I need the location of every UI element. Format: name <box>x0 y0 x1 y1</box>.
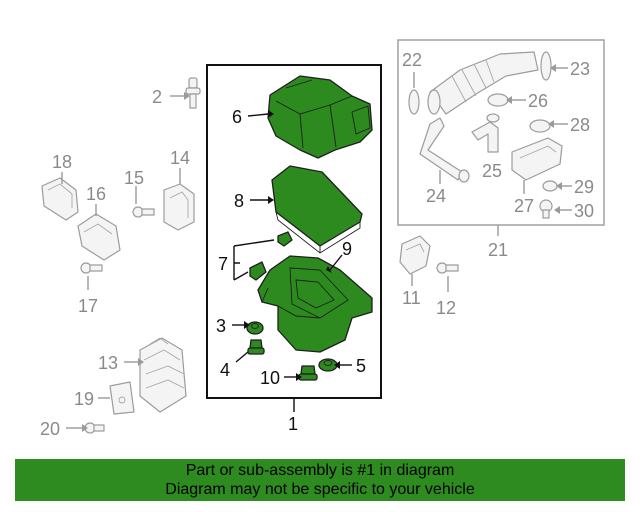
arrow-23 <box>550 64 556 72</box>
bolt-4-part[interactable] <box>247 339 265 355</box>
part-26-clamp[interactable] <box>487 93 509 107</box>
part-17-bolt[interactable] <box>80 262 103 274</box>
arrow-30 <box>554 206 560 214</box>
callout-14: 14 <box>170 148 190 168</box>
callout-3: 3 <box>216 316 226 336</box>
intake-duct-group-box <box>397 39 605 226</box>
part-15-bolt[interactable] <box>132 206 155 218</box>
part-18-bracket[interactable] <box>41 177 79 221</box>
callout-11: 11 <box>402 288 421 308</box>
callout-10: 10 <box>260 368 280 388</box>
part-24-hose[interactable] <box>419 117 470 183</box>
callout-24: 24 <box>426 186 446 206</box>
callout-21: 21 <box>488 240 508 260</box>
callout-20: 20 <box>40 419 60 439</box>
callout-7: 7 <box>218 254 228 274</box>
arrow-26 <box>506 96 512 104</box>
callout-23: 23 <box>570 59 590 79</box>
banner-line-2: Diagram may not be specific to your vehi… <box>165 481 475 498</box>
part-12-bolt[interactable] <box>436 262 459 274</box>
callout-19: 19 <box>74 389 94 409</box>
callout-26: 26 <box>528 91 548 111</box>
part-23-clamp[interactable] <box>540 51 552 81</box>
arrow-8 <box>268 196 274 204</box>
arrow-6 <box>268 110 274 118</box>
callout-28: 28 <box>570 115 590 135</box>
arrow-10 <box>296 373 302 381</box>
leader-6 <box>247 113 269 117</box>
callout-29: 29 <box>574 177 594 197</box>
callout-15: 15 <box>124 168 144 188</box>
part-14-bracket[interactable] <box>163 183 195 231</box>
part-20-bolt[interactable] <box>84 422 105 434</box>
callout-16: 16 <box>86 184 106 204</box>
callout-9: 9 <box>342 239 352 259</box>
callout-17: 17 <box>78 296 98 316</box>
callout-2: 2 <box>152 87 162 107</box>
callout-5: 5 <box>356 356 366 376</box>
leader-7 <box>233 239 275 281</box>
grommet-3-part[interactable] <box>246 321 264 335</box>
callout-18: 18 <box>52 152 72 172</box>
leader-9 <box>329 254 343 271</box>
part-27-resonator[interactable] <box>511 137 563 181</box>
part-11-bracket[interactable] <box>399 235 431 275</box>
arrow-2 <box>184 92 190 100</box>
banner-line-1: Part or sub-assembly is #1 in diagram <box>185 462 455 479</box>
part-30-bolt[interactable] <box>539 199 553 219</box>
arrow-28 <box>548 120 554 128</box>
parts-diagram: 1 3 4 5 6 7 8 9 10 2 18 16 15 14 17 <box>40 39 605 439</box>
part-22-clamp[interactable] <box>408 89 420 115</box>
arrow-20 <box>82 424 88 432</box>
part-2-stud[interactable] <box>185 77 201 109</box>
callout-27: 27 <box>514 196 534 216</box>
arrow-5 <box>334 361 340 369</box>
part-13-resonator[interactable] <box>139 337 187 413</box>
air-filter-element-part[interactable] <box>271 165 363 254</box>
part-16-bracket[interactable] <box>77 213 121 261</box>
air-box-cover-part[interactable] <box>267 75 373 159</box>
info-banner: Part or sub-assembly is #1 in diagram Di… <box>15 459 625 501</box>
clip-lower-part[interactable] <box>249 261 267 281</box>
arrow-9 <box>326 266 332 273</box>
part-25-hose[interactable] <box>471 113 500 153</box>
callout-22: 22 <box>402 50 422 70</box>
arrow-13 <box>138 358 144 366</box>
clip-upper-part[interactable] <box>277 231 293 247</box>
callout-25: 25 <box>482 161 502 181</box>
callout-6: 6 <box>232 107 242 127</box>
callout-1: 1 <box>288 414 298 434</box>
mount-10-part[interactable] <box>298 365 318 381</box>
callout-12: 12 <box>436 298 456 318</box>
part-28-clamp[interactable] <box>529 119 551 133</box>
part-intake-duct[interactable] <box>427 51 539 115</box>
arrow-29 <box>556 182 562 190</box>
part-29-grommet[interactable] <box>542 180 558 192</box>
callout-8: 8 <box>234 191 244 211</box>
callout-4: 4 <box>220 360 230 380</box>
callout-13: 13 <box>98 353 118 373</box>
lower-housing-part[interactable] <box>257 255 373 353</box>
leader-4 <box>235 351 249 363</box>
callout-30: 30 <box>574 201 594 221</box>
arrow-3 <box>244 321 250 329</box>
part-19-bracket[interactable] <box>109 381 135 415</box>
